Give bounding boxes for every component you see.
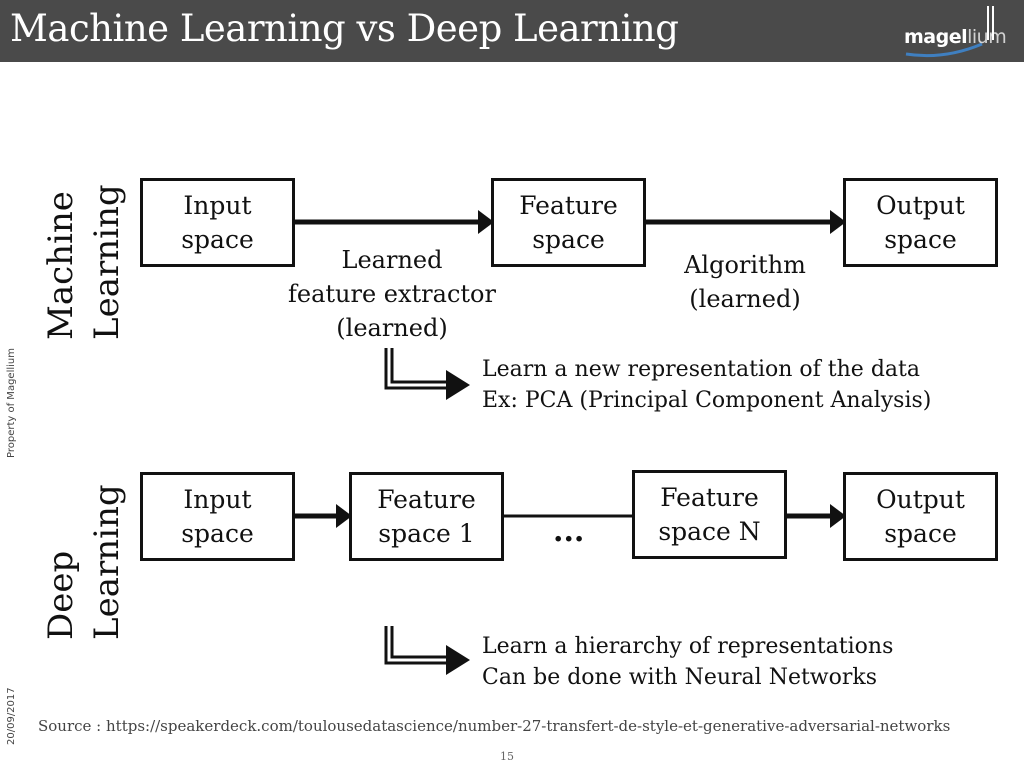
dl-note: Learn a hierarchy of representations Can… bbox=[482, 634, 894, 690]
logo-swoosh-icon bbox=[905, 6, 994, 58]
ml-arrowhead-1 bbox=[478, 210, 494, 234]
page-number: 15 bbox=[500, 750, 514, 763]
dl-note-arrow-icon bbox=[384, 626, 470, 675]
dl-arrowhead-1 bbox=[336, 504, 352, 528]
ml-arrowhead-2 bbox=[830, 210, 846, 234]
dl-arrowhead-3 bbox=[830, 504, 846, 528]
logo-wordmark: magellium bbox=[904, 26, 1007, 48]
source-citation: Source : https://speakerdeck.com/toulous… bbox=[38, 717, 951, 735]
date-label: 20/09/2017 bbox=[6, 687, 17, 745]
ml-note-arrow-icon bbox=[384, 348, 470, 400]
ml-note: Learn a new representation of the data E… bbox=[482, 357, 932, 413]
title-bar: Machine Learning vs Deep Learning magell… bbox=[0, 0, 1024, 62]
slide-title: Machine Learning vs Deep Learning bbox=[10, 7, 679, 50]
magellium-logo: magellium bbox=[904, 4, 1016, 58]
property-label: Property of Magellium bbox=[6, 348, 17, 458]
ml-algorithm-label: Algorithm (learned) bbox=[684, 251, 806, 313]
dl-ellipsis: ... bbox=[553, 514, 585, 549]
ml-extractor-label: Learned feature extractor (learned) bbox=[288, 246, 496, 342]
